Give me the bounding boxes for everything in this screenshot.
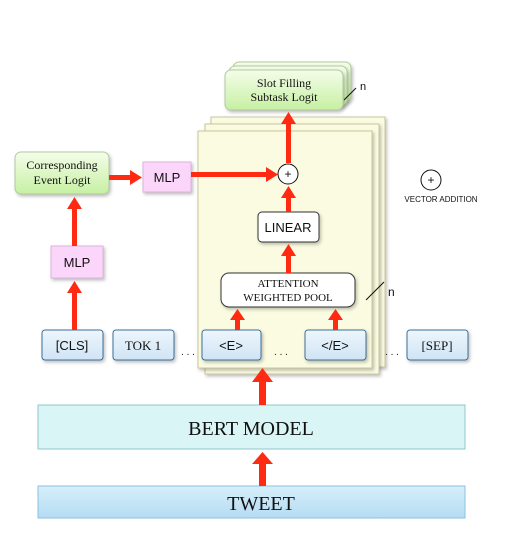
token-e-start-label: <E> xyxy=(219,338,243,353)
attention-pool-line1: ATTENTION xyxy=(257,278,318,290)
mlp-lower-label: MLP xyxy=(64,255,91,270)
event-logit-line1: Corresponding xyxy=(26,158,97,172)
token-sep-label: [SEP] xyxy=(421,338,452,353)
slot-filling-logit-box xyxy=(224,69,344,111)
token-tok1-label: TOK 1 xyxy=(125,338,161,353)
vector-addition-node xyxy=(277,163,299,185)
slot-logit-line1: Slot Filling xyxy=(257,76,311,90)
bert-model-label: BERT MODEL xyxy=(188,418,314,440)
legend-addition-icon xyxy=(420,169,442,191)
mlp-lower-box xyxy=(50,245,104,279)
event-logit-line2: Event Logit xyxy=(34,173,92,187)
arrow-cls-to-mlp xyxy=(72,292,77,330)
ellipsis-2: . . . xyxy=(274,347,288,358)
legend-symbol: + xyxy=(427,173,434,187)
arrow-event-logit-to-mlp xyxy=(109,175,131,180)
ellipsis-3: . . . xyxy=(385,347,399,358)
legend: + VECTOR ADDITION xyxy=(404,169,478,204)
arrow-addition-to-slot-logit xyxy=(286,123,291,163)
repeat-n-top: n xyxy=(360,81,366,93)
legend-label: VECTOR ADDITION xyxy=(404,195,477,204)
ellipsis-1: . . . xyxy=(181,347,195,358)
token-e-end-label: </E> xyxy=(321,338,348,353)
arrow-bert-to-panel xyxy=(259,380,266,405)
tweet-label: TWEET xyxy=(227,493,295,515)
slot-logit-line2: Subtask Logit xyxy=(250,90,318,104)
arrows xyxy=(67,112,343,486)
token-sep xyxy=(406,329,469,361)
slot-filling-logit-stack xyxy=(224,61,352,111)
bert-model-box xyxy=(37,404,466,450)
arrow-mlp-to-event-logit xyxy=(72,208,77,246)
token-row: [CLS] TOK 1 . . . <E> . . . </E> . . . [… xyxy=(41,329,469,361)
arrow-e-end-to-pool xyxy=(333,318,338,330)
token-cls-label: [CLS] xyxy=(56,338,89,353)
repeat-slash xyxy=(365,281,385,301)
arrow-e-start-to-pool xyxy=(235,318,240,330)
mlp-upper-box xyxy=(142,161,192,193)
repeat-n: n xyxy=(388,285,395,299)
vector-addition-symbol: + xyxy=(284,167,291,181)
event-logit-box xyxy=(14,151,110,195)
arrow-tweet-to-bert xyxy=(259,462,266,486)
arrow-linear-to-addition xyxy=(286,197,291,212)
linear-label: LINEAR xyxy=(265,220,312,235)
token-e-start xyxy=(201,329,262,361)
attention-pool-line2: WEIGHTED POOL xyxy=(243,292,333,304)
tweet-box xyxy=(37,485,466,519)
arrow-mlp-to-addition xyxy=(191,172,267,177)
arrow-pool-to-linear xyxy=(286,255,291,273)
token-tok1 xyxy=(112,329,175,361)
mlp-upper-label: MLP xyxy=(154,170,181,185)
repeat-slash-top xyxy=(343,87,357,101)
